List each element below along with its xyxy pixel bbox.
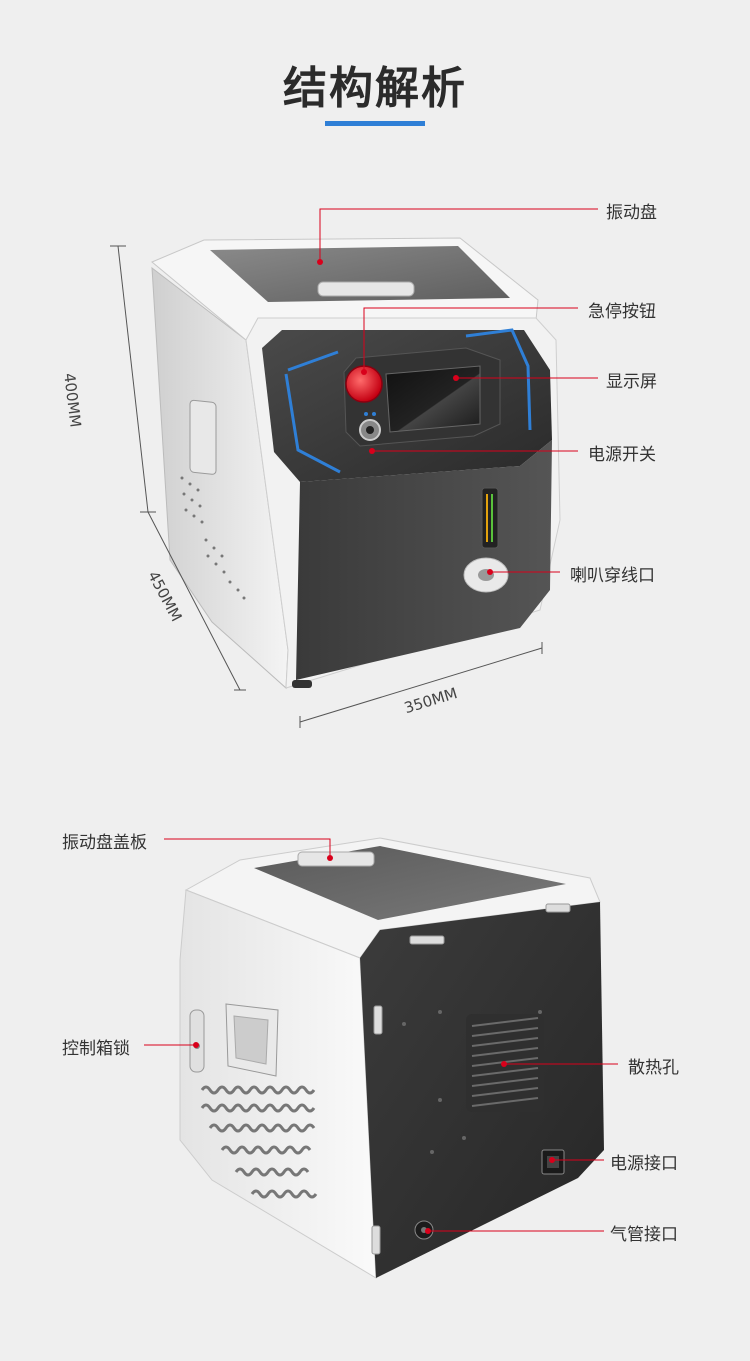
label-display: 显示屏 bbox=[606, 372, 657, 392]
label-emergency-stop: 急停按钮 bbox=[588, 302, 656, 322]
side-vents-back bbox=[200, 1085, 318, 1199]
label-plate-cover: 振动盘盖板 bbox=[62, 833, 147, 853]
label-power-port: 电源接口 bbox=[610, 1154, 678, 1174]
label-vent-holes: 散热孔 bbox=[628, 1058, 679, 1078]
label-vibration-plate: 振动盘 bbox=[606, 203, 657, 223]
label-air-port: 气管接口 bbox=[610, 1225, 678, 1245]
page-title: 结构解析 bbox=[283, 63, 467, 114]
side-vents-front bbox=[180, 476, 246, 600]
label-cabinet-lock: 控制箱锁 bbox=[62, 1039, 130, 1059]
title-underline bbox=[325, 121, 425, 126]
label-horn-wire-port: 喇叭穿线口 bbox=[570, 566, 655, 586]
label-power-switch: 电源开关 bbox=[588, 445, 656, 465]
